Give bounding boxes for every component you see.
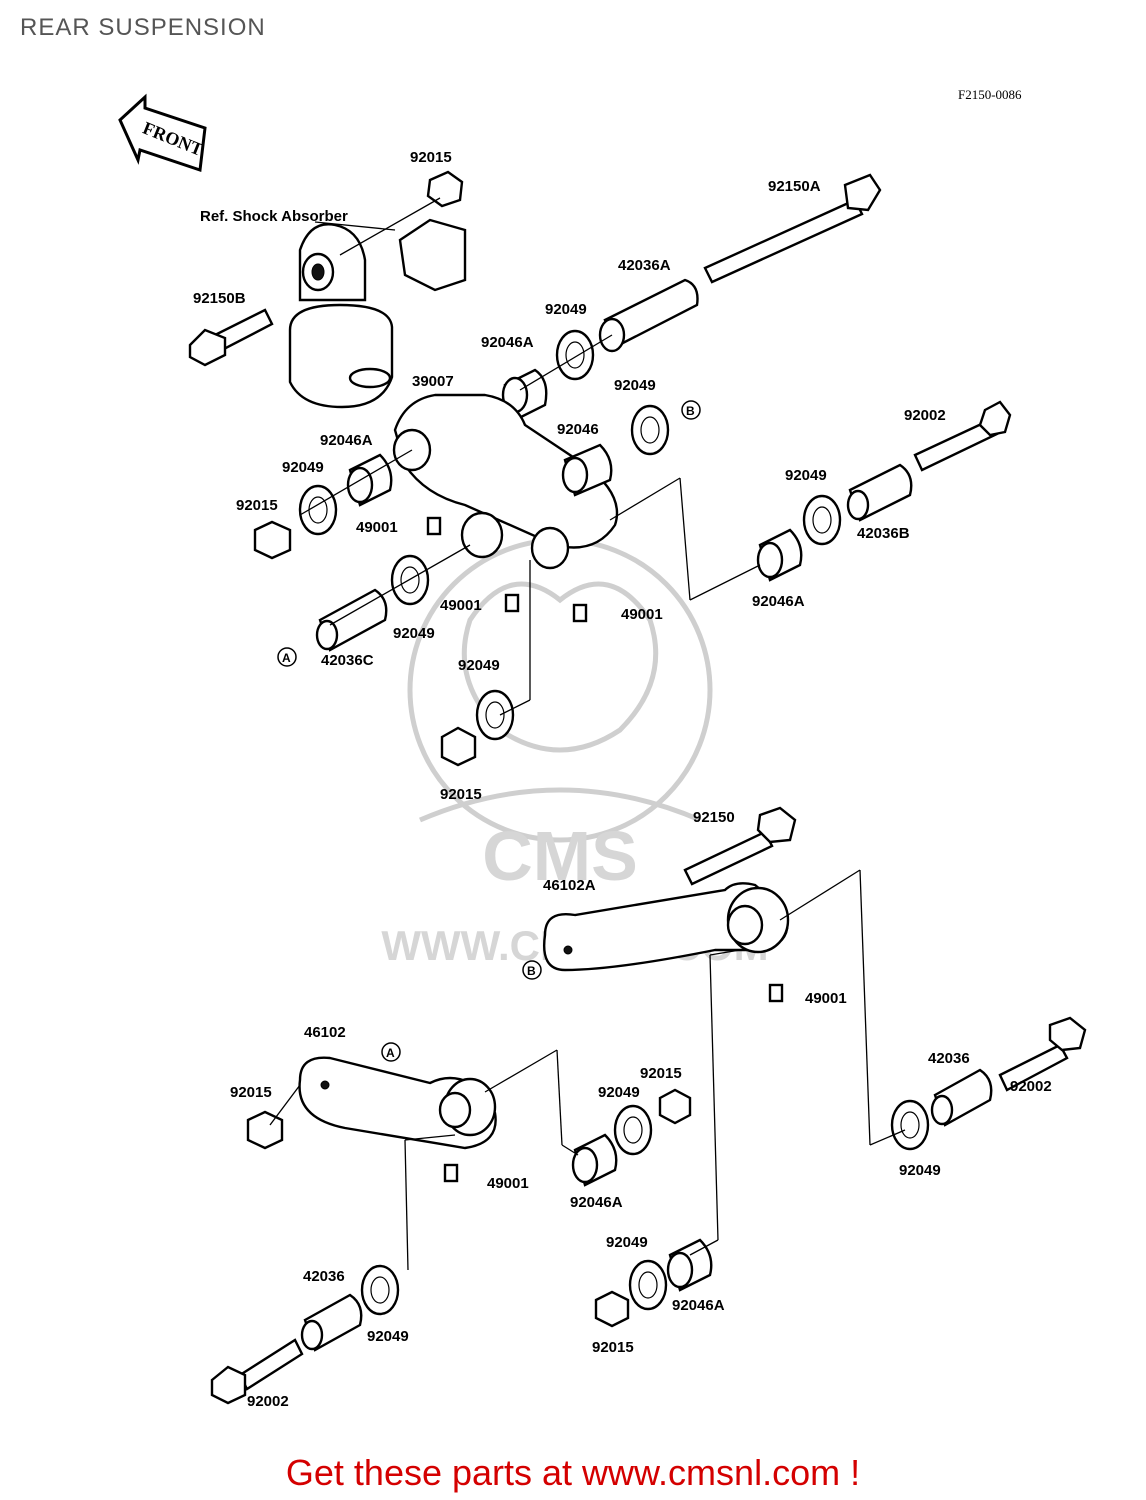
part-label: 49001 [487,1175,529,1192]
grease-nipple-49001-a [426,516,442,536]
part-label: 42036B [857,525,910,542]
svg-text:A: A [386,1046,395,1060]
part-label: 42036 [928,1050,970,1067]
part-label: 92046A [672,1297,725,1314]
seal-92049-right [630,404,670,456]
bearing-92046a-lower [571,1133,618,1187]
seal-92049-low [475,689,515,741]
sleeve-42036-bottom [300,1293,363,1352]
seal-92049-right-low [890,1099,930,1151]
part-label: 49001 [440,597,482,614]
shock-absorber-ref [288,218,467,409]
part-label: 92049 [458,657,500,674]
bolt-92002-right [998,1016,1087,1092]
part-label: 92150B [193,290,246,307]
bolt-92150a [703,173,882,284]
part-label: 92150A [768,178,821,195]
sleeve-42036-right [930,1068,993,1127]
figure-code: F2150-0086 [958,87,1022,102]
sleeve-42036a [598,278,699,353]
nut-92015-lower-left [246,1110,284,1150]
leader-lines [269,197,906,1271]
part-label: 49001 [805,990,847,1007]
callout-a-top: A [277,647,297,667]
bearing-92046a-b [756,528,803,582]
part-label: 49001 [621,606,663,623]
tie-rod-46102a [543,882,790,972]
callout-a-lower: A [381,1042,401,1062]
page-title: REAR SUSPENSION [20,14,266,41]
svg-text:B: B [527,964,536,978]
part-label: 92002 [904,407,946,424]
nut-92015-lower-mid [658,1088,692,1125]
part-label: 92049 [393,625,435,642]
tie-rod-46102 [298,1056,497,1150]
front-direction-arrow: FRONT [118,93,207,173]
nut-92015-left [253,520,292,560]
part-label: 92046A [752,593,805,610]
watermark-logo-text: CMS [482,817,638,895]
seal-92049-bottom-left [360,1264,400,1316]
part-label: 42036C [321,652,374,669]
bolt-92002-bottom [210,1338,304,1405]
nut-92015-top [426,170,464,208]
bolt-92150b [188,308,274,367]
seal-92049-upper [555,329,595,381]
bearing-92046 [561,443,613,497]
part-label: 92150 [693,809,735,826]
grease-nipple-49001-b [504,593,520,613]
part-label: 92049 [899,1162,941,1179]
ref-shock-label: Ref. Shock Absorber [200,208,348,225]
seal-92049-lower-mid [613,1104,653,1156]
part-label: 46102A [543,877,596,894]
grease-nipple-49001-c [572,603,588,623]
part-label: 92049 [282,459,324,476]
part-label: 92046A [320,432,373,449]
rocker-arm-39007 [392,393,619,570]
svg-text:A: A [282,651,291,665]
part-label: 92049 [598,1084,640,1101]
part-label: 42036 [303,1268,345,1285]
part-label: 92046A [481,334,534,351]
nut-92015-bottom [594,1290,630,1328]
grease-nipple-49001-d [768,983,784,1003]
part-label: 92015 [640,1065,682,1082]
part-label: 46102 [304,1024,346,1041]
part-label: 92046 [557,421,599,438]
part-label: 92015 [592,1339,634,1356]
nut-92015-low [440,726,477,767]
footer-cta-link[interactable]: Get these parts at www.cmsnl.com ! [285,1452,861,1493]
part-label: 92049 [606,1234,648,1251]
part-label: 92015 [230,1084,272,1101]
callout-b-lower: B [522,960,542,980]
part-label: 92049 [614,377,656,394]
sleeve-42036b [846,463,913,522]
part-label: 92049 [785,467,827,484]
part-label: 42036A [618,257,671,274]
bolt-92150 [683,806,797,886]
bolt-92002-upper [913,400,1012,472]
part-label: 92015 [410,149,452,166]
seal-92049-b [802,494,842,546]
bearing-92046a-bottom [666,1238,713,1292]
callout-b-top: B [681,400,701,420]
sleeve-42036c [315,588,388,652]
part-label: 92049 [367,1328,409,1345]
part-label: 92015 [440,786,482,803]
bearing-92046a-left [346,453,393,507]
grease-nipple-49001-e [443,1163,459,1183]
part-label: 92002 [1010,1078,1052,1095]
seal-92049-bottom-mid [628,1259,668,1311]
seal-92049-left [298,484,338,536]
part-label: 92015 [236,497,278,514]
part-label: 92002 [247,1393,289,1410]
bearing-92046a-upper [501,368,548,422]
part-label: 92049 [545,301,587,318]
part-label: 92046A [570,1194,623,1211]
svg-text:B: B [686,404,695,418]
part-label: 39007 [412,373,454,390]
part-label: 49001 [356,519,398,536]
